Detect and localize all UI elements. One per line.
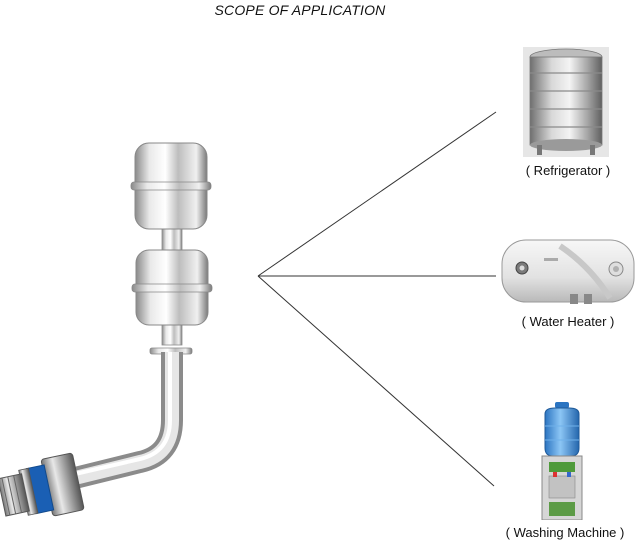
- caption-refrigerator: ( Refrigerator ): [525, 163, 611, 178]
- connector-line-bottom: [257, 275, 495, 487]
- caption-washing-machine: ( Washing Machine ): [505, 525, 625, 540]
- page-title: SCOPE OF APPLICATION: [214, 2, 386, 18]
- water-dispenser-icon: [541, 402, 583, 520]
- water-tank-icon: [523, 47, 609, 157]
- connector-line-top: [257, 111, 497, 277]
- water-heater-icon: [501, 239, 635, 304]
- caption-water-heater: ( Water Heater ): [521, 314, 615, 329]
- float-level-switch-icon: [0, 142, 213, 517]
